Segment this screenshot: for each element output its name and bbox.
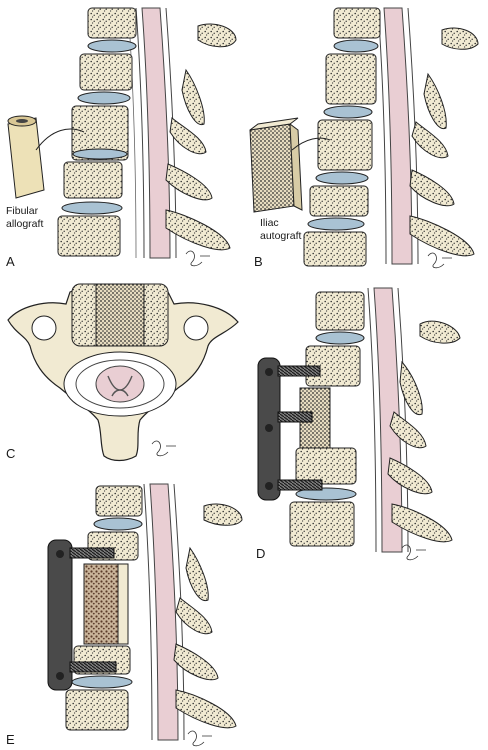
vertebra [87, 7, 137, 39]
spinal-cord [373, 287, 403, 553]
iliac-autograft [249, 117, 303, 213]
anterior-plate [47, 539, 73, 691]
screw [69, 547, 115, 559]
signature [185, 250, 210, 267]
spinous-process [203, 503, 243, 526]
foramen-left [31, 315, 57, 341]
screw [277, 479, 323, 491]
signature [427, 252, 452, 269]
panel-letter-b: B [254, 254, 263, 269]
disc [295, 487, 357, 501]
signature [151, 440, 176, 457]
panel-c: C [6, 283, 239, 462]
spinal-cord [149, 483, 179, 741]
spinous-process [169, 117, 207, 155]
ligament [127, 7, 137, 259]
disc [77, 91, 131, 105]
cage-graft [83, 563, 119, 645]
screw [69, 661, 117, 673]
iliac-label-1: Iliac [260, 217, 279, 229]
disc [87, 39, 137, 53]
spinous-process [419, 320, 461, 344]
vertebra [309, 185, 369, 217]
vertebra [63, 161, 123, 199]
panel-letter-e: E [6, 732, 15, 747]
vertebra [325, 53, 377, 105]
disc [315, 171, 369, 185]
disc [333, 39, 379, 53]
pointer-line [291, 137, 331, 151]
signature [401, 544, 426, 561]
panel-letter-c: C [6, 446, 15, 461]
panel-b: Iliac autograft B [249, 7, 479, 269]
spinal-cord [141, 7, 171, 259]
spinous-process [175, 597, 213, 635]
spinous-process [411, 121, 449, 159]
grey-matter [107, 375, 133, 397]
spinous-process [165, 163, 213, 201]
panel-d: D [256, 287, 461, 561]
fibular-label-2: allograft [6, 218, 43, 230]
vertebra [79, 53, 133, 91]
spinous-process [409, 215, 475, 257]
vertebra [315, 291, 365, 331]
disc [93, 517, 143, 531]
spinal-cord [383, 7, 413, 265]
spinous-process [389, 411, 427, 449]
fibular-allograft [7, 115, 45, 199]
disc [323, 105, 373, 119]
graft-slot [95, 283, 145, 347]
vertebra [289, 501, 355, 547]
screw [277, 365, 321, 377]
spinous-process [197, 23, 237, 48]
signature [187, 730, 212, 747]
disc [307, 217, 365, 231]
spinous-process [441, 27, 479, 50]
panel-letter-a: A [6, 254, 15, 269]
vertebra [65, 689, 129, 731]
spinous-process [387, 457, 433, 495]
cage-wall [117, 563, 129, 645]
disc [61, 201, 123, 215]
spinous-process [173, 643, 219, 681]
disc [72, 148, 128, 160]
spinous-process [181, 68, 205, 126]
panel-letter-d: D [256, 546, 265, 561]
vertebra-fused [317, 119, 373, 171]
disc [71, 675, 133, 689]
vertebra-fused [71, 105, 129, 161]
spinous-process [391, 503, 453, 543]
disc [315, 331, 365, 345]
spinous-process [409, 169, 455, 207]
vertebra [95, 485, 143, 517]
iliac-label-2: autograft [260, 230, 302, 242]
panel-e: E [6, 483, 243, 747]
pointer-line [35, 128, 85, 151]
spinous-process [399, 360, 423, 416]
spinous-process [423, 72, 447, 130]
screw [277, 411, 313, 423]
anterior-plate [257, 357, 281, 501]
vertebra [295, 447, 357, 485]
spinous-process [175, 689, 237, 729]
vertebra [303, 231, 367, 267]
spinous-process [165, 209, 231, 251]
panel-a: Fibular allograft A [6, 7, 237, 269]
vertebra [57, 215, 121, 257]
spinal-cord-axial [95, 365, 145, 403]
foramen-right [183, 315, 209, 341]
fibular-label-1: Fibular [6, 205, 39, 217]
spinous-process [185, 546, 209, 602]
vertebra [333, 7, 381, 39]
